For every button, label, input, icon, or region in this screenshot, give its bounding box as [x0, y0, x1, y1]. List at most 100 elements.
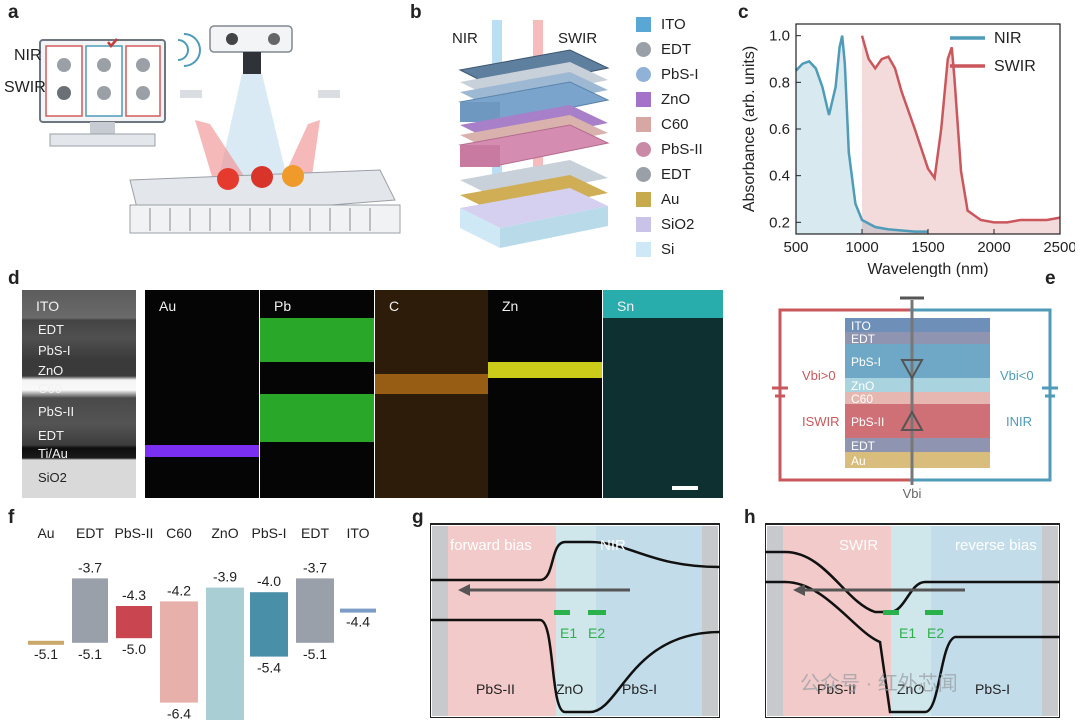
stack-layer-label: C60 [851, 392, 873, 406]
element-band [375, 374, 489, 394]
legend-item: PbS-II [636, 141, 703, 158]
panel-label-a: a [8, 2, 19, 23]
panel-b-swir-label: SWIR [558, 30, 598, 47]
legend-label: PbS-II [661, 141, 703, 158]
legend-item: ITO [636, 16, 686, 33]
element-band [375, 290, 489, 498]
watermark: 公众号 · 红外芯闻 [800, 673, 958, 695]
legend-label: PbS-I [661, 66, 699, 83]
stack-layer [845, 392, 990, 404]
stack-layer-label: ITO [851, 319, 871, 333]
diode-bottom-icon [900, 409, 924, 431]
panel-b-nir-label: NIR [452, 30, 478, 47]
pbs1-region [931, 526, 1042, 716]
panel-label-b: b [410, 2, 422, 23]
field-arrow-e1 [554, 610, 570, 615]
stack-layer [845, 332, 990, 344]
sem-layer-label: Ti/Au [38, 446, 68, 461]
legend-item: C60 [636, 116, 689, 133]
legend-label: SiO2 [661, 216, 695, 233]
x-tick-label: 1000 [845, 239, 878, 256]
stack-layer-label: Au [851, 454, 866, 468]
eds-map-label: Zn [502, 298, 519, 314]
eds-map-label: C [389, 298, 400, 314]
eds-map-au: Au [145, 290, 259, 498]
zno-region [891, 526, 931, 716]
sem-layer-label: EDT [38, 428, 64, 443]
panel-label-d: d [8, 268, 20, 289]
band-bottom-label: -5.1 [34, 646, 58, 662]
band-column-name: Au [37, 525, 54, 541]
region-left-label: PbS-II [817, 681, 856, 697]
legend-label: NIR [994, 30, 1022, 47]
legend-label: Au [661, 191, 680, 208]
sem-layer-label: EDT [38, 322, 64, 337]
electrode-right [702, 526, 718, 716]
legend-label: ZnO [661, 91, 691, 108]
band-column-name: C60 [166, 525, 192, 541]
band-bar [72, 578, 108, 643]
stack-layer-label: ZnO [851, 379, 874, 393]
band-bar [296, 578, 334, 643]
field-arrow-e2 [588, 610, 606, 615]
stack-layer-label: PbS-II [851, 415, 884, 429]
band-column-name: ZnO [211, 525, 238, 541]
right-current-label: INIR [1006, 414, 1032, 429]
legend-label: C60 [661, 116, 689, 133]
right-bias-label: Vbi<0 [1000, 368, 1034, 383]
eds-map-label: Au [159, 298, 177, 314]
electrode-right [1042, 526, 1058, 716]
region-mid-label: ZnO [556, 681, 583, 697]
region-left-label: PbS-II [476, 681, 515, 697]
x-tick-label: 2500 [1043, 239, 1075, 256]
series-fill [862, 35, 1060, 235]
element-band [603, 290, 723, 318]
y-axis-label: Absorbance (arb. units) [741, 46, 758, 212]
band-bottom-label: -4.4 [346, 614, 370, 630]
panel-label-h: h [744, 507, 756, 528]
panel-label-f: f [8, 507, 15, 528]
legend-swatch [636, 42, 651, 57]
legend-label: SWIR [994, 58, 1036, 75]
pbs2-region [783, 526, 891, 716]
legend-swatch [636, 142, 651, 157]
bias-label: reverse bias [955, 537, 1037, 554]
legend-label: ITO [661, 16, 686, 33]
legend-swatch [636, 117, 651, 132]
y-tick-label: 0.6 [769, 121, 790, 138]
bottom-voltage-label: Vbi [903, 486, 922, 500]
sem-layer-label: SiO2 [38, 470, 67, 485]
band-bottom-label: -6.4 [167, 706, 191, 720]
legend-label: EDT [661, 166, 691, 183]
sorting-system-illustration [39, 25, 401, 234]
element-band [603, 318, 723, 498]
band-column-name: EDT [301, 525, 329, 541]
legend-swatch [636, 242, 651, 257]
legend-label: EDT [661, 41, 691, 58]
stack-layer [845, 452, 990, 468]
legend-label: Si [661, 241, 675, 258]
eds-map-label: ITO [36, 298, 60, 314]
y-tick-label: 0.8 [769, 74, 790, 91]
band-top-label: -3.7 [303, 559, 327, 575]
panel-a-swir-label: SWIR [4, 79, 46, 96]
panel-label-e: e [1045, 268, 1056, 289]
legend-swatch [636, 192, 651, 207]
band-bar [250, 592, 288, 657]
light-label: SWIR [839, 537, 878, 554]
series-line [860, 35, 1061, 224]
region-mid-label: ZnO [897, 681, 924, 697]
legend-item: ZnO [636, 91, 690, 108]
element-band [488, 362, 602, 378]
series-line [795, 35, 928, 233]
panel-a-nir-label: NIR [14, 47, 42, 64]
band-top-label: -3.9 [213, 569, 237, 585]
stack-layer-label: EDT [851, 439, 876, 453]
